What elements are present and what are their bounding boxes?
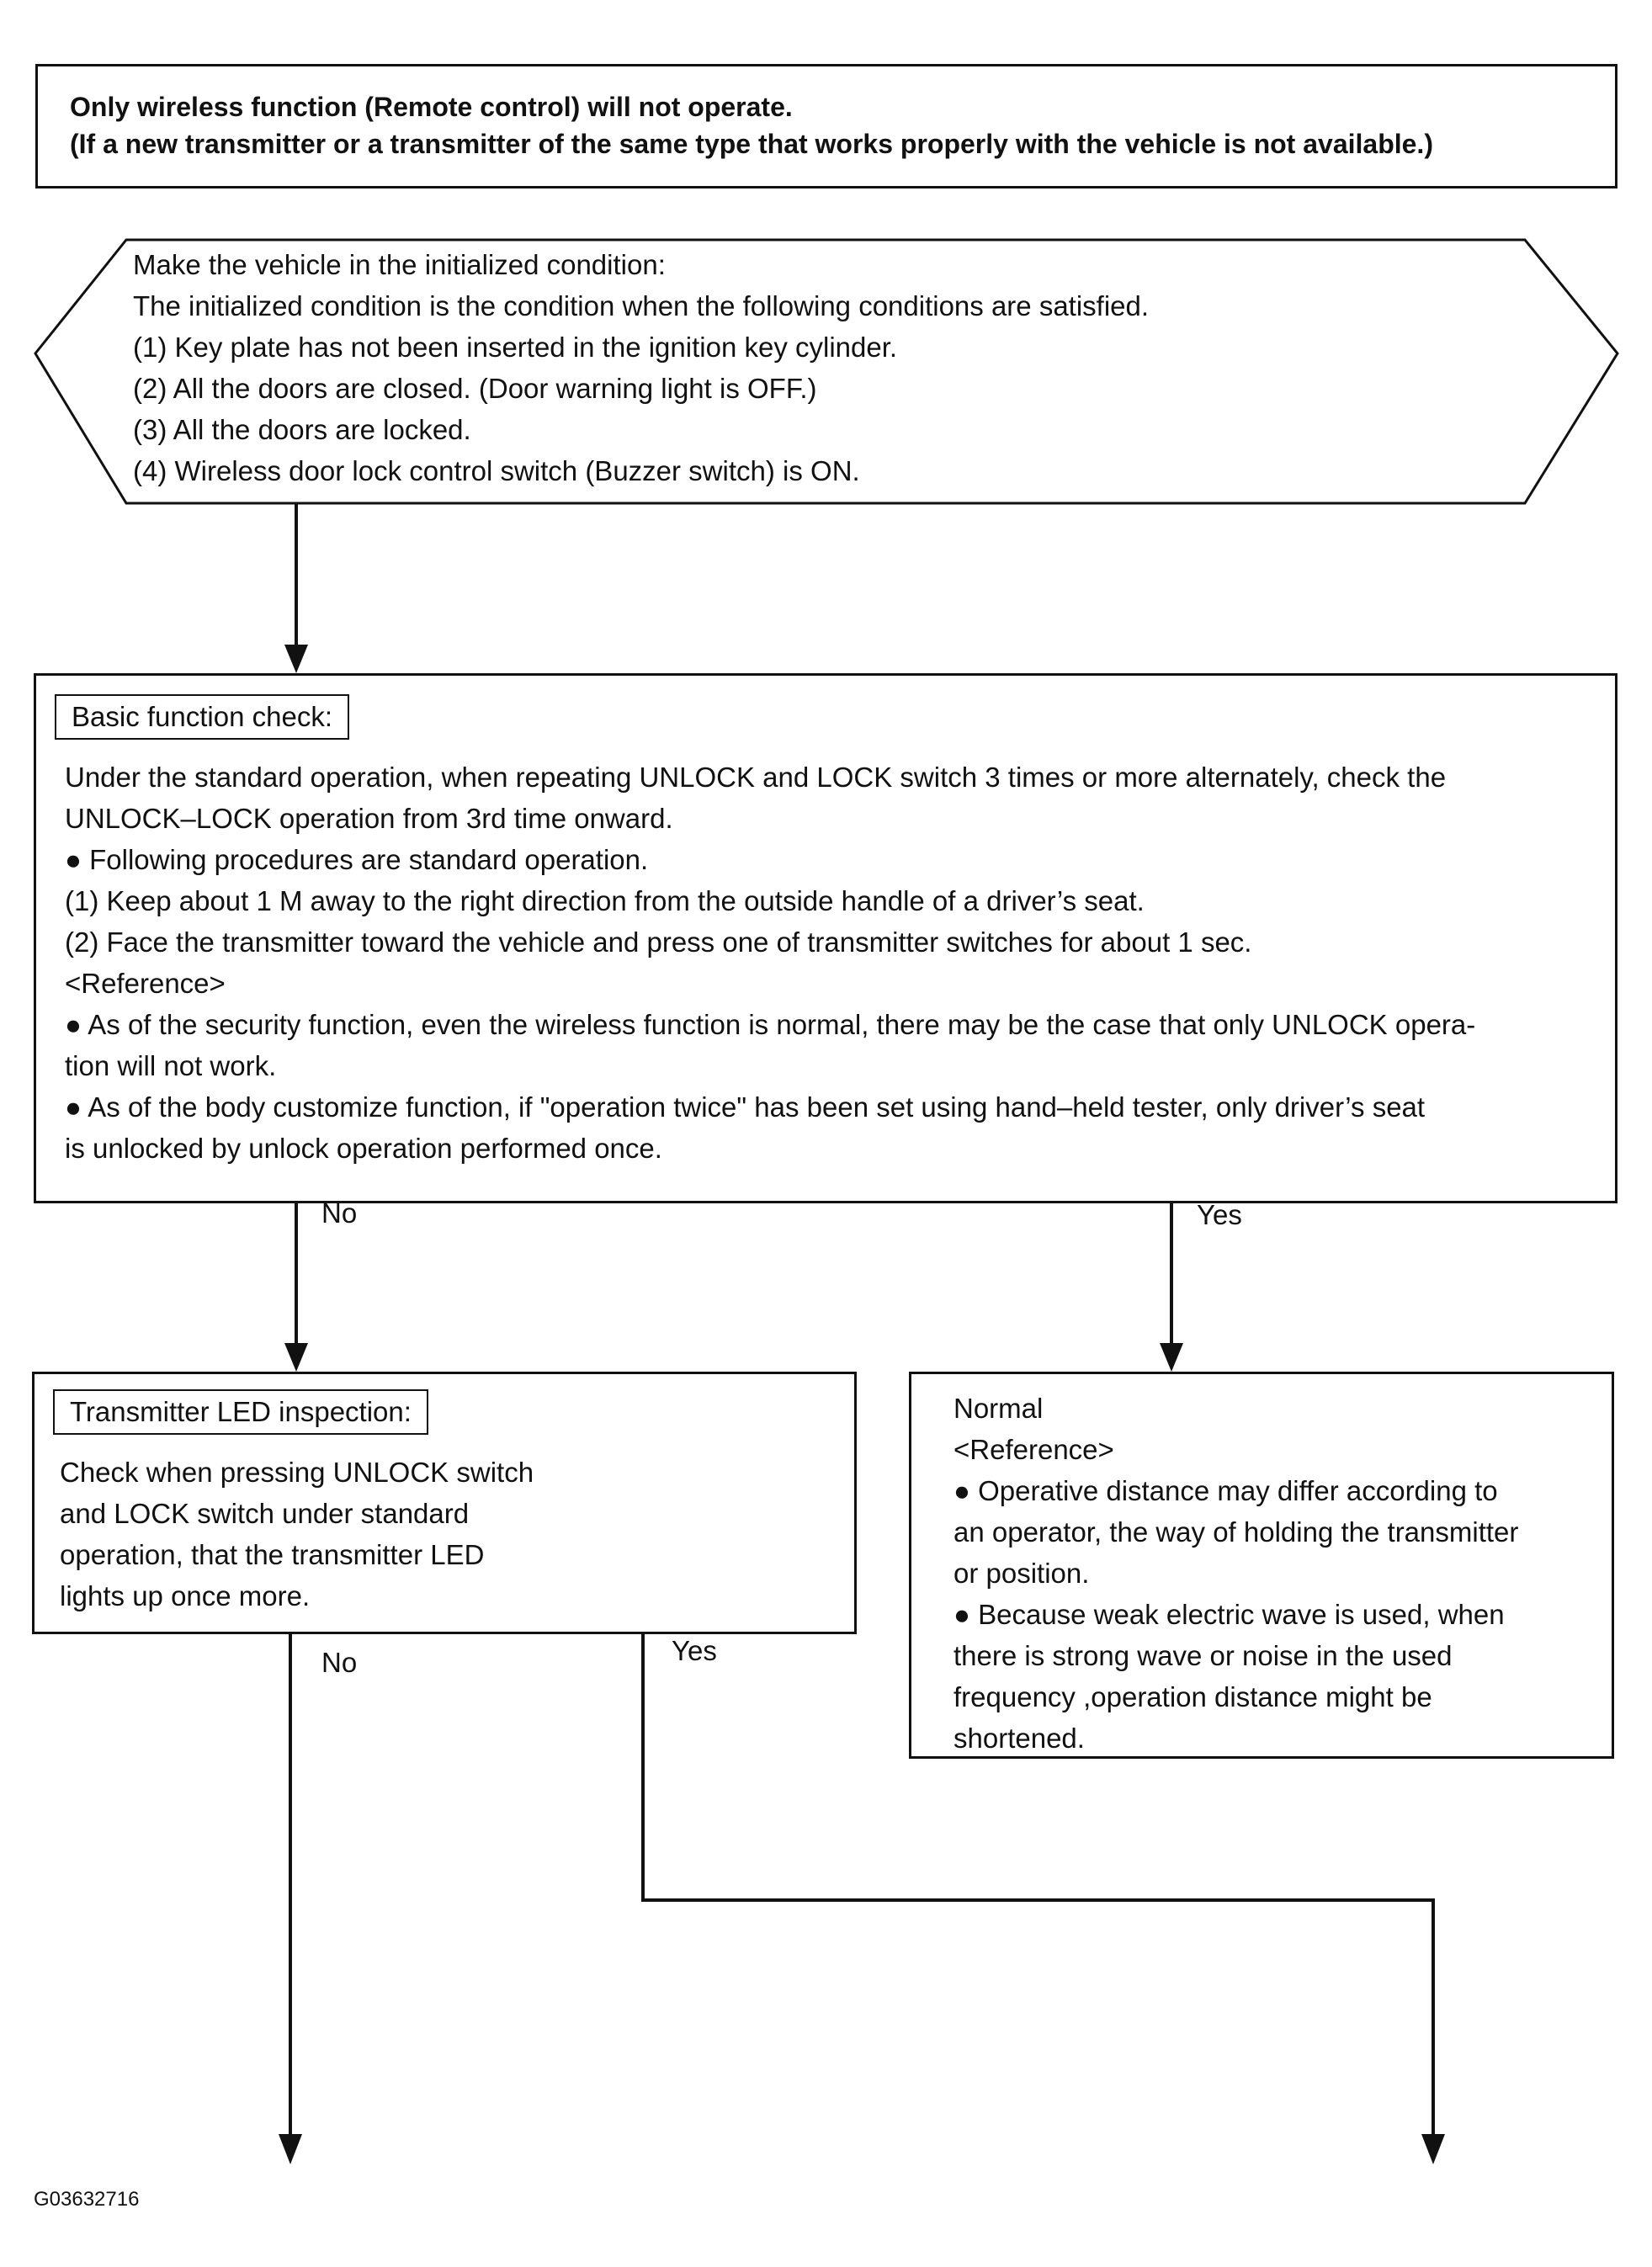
led-inspection-body: Check when pressing UNLOCK switch and LO… xyxy=(60,1452,834,1617)
led-inspection-tag: Transmitter LED inspection: xyxy=(53,1389,428,1435)
title-box: Only wireless function (Remote control) … xyxy=(35,64,1617,188)
normal-line: or position. xyxy=(953,1558,1090,1589)
basic-line: Under the standard operation, when repea… xyxy=(65,762,1447,793)
led-line: and LOCK switch under standard xyxy=(60,1498,470,1529)
basic-line: tion will not work. xyxy=(65,1050,277,1081)
label-yes-led: Yes xyxy=(672,1635,717,1666)
basic-line: ● As of the security function, even the … xyxy=(65,1009,1476,1040)
normal-body: Normal <Reference> ● Operative distance … xyxy=(953,1388,1610,1759)
init-line: The initialized condition is the conditi… xyxy=(133,290,1150,321)
arrowhead-basic-normal xyxy=(1160,1343,1183,1372)
normal-line: ● Because weak electric wave is used, wh… xyxy=(953,1599,1505,1630)
connector-led-yes xyxy=(641,1634,1435,2137)
title-line-2: (If a new transmitter or a transmitter o… xyxy=(70,129,1433,159)
normal-line: <Reference> xyxy=(953,1434,1114,1465)
led-line: operation, that the transmitter LED xyxy=(60,1539,485,1570)
arrowhead-basic-led xyxy=(284,1343,308,1372)
led-inspection-box: Transmitter LED inspection: Check when p… xyxy=(32,1372,857,1634)
title-line-1: Only wireless function (Remote control) … xyxy=(70,92,793,122)
basic-line: ● Following procedures are standard oper… xyxy=(65,844,649,875)
label-no-basic: No xyxy=(321,1197,358,1229)
basic-line: (1) Keep about 1 M away to the right dir… xyxy=(65,885,1145,916)
led-line: Check when pressing UNLOCK switch xyxy=(60,1457,534,1488)
arrowhead-init-basic xyxy=(284,645,308,673)
initialize-text: Make the vehicle in the initialized cond… xyxy=(133,244,1522,491)
init-line: (3) All the doors are locked. xyxy=(133,414,471,445)
figure-id: G03632716 xyxy=(34,2188,140,2211)
basic-line: <Reference> xyxy=(65,968,226,999)
basic-line: UNLOCK–LOCK operation from 3rd time onwa… xyxy=(65,803,673,834)
basic-line: ● As of the body customize function, if … xyxy=(65,1091,1426,1123)
normal-box: Normal <Reference> ● Operative distance … xyxy=(909,1372,1614,1759)
normal-line: Normal xyxy=(953,1393,1044,1424)
init-line: (4) Wireless door lock control switch (B… xyxy=(133,455,860,486)
normal-line: there is strong wave or noise in the use… xyxy=(953,1640,1453,1671)
arrowhead-led-yes xyxy=(1421,2134,1445,2164)
basic-check-body: Under the standard operation, when repea… xyxy=(65,757,1613,1169)
init-line: (2) All the doors are closed. (Door warn… xyxy=(133,373,817,404)
normal-line: shortened. xyxy=(953,1723,1085,1754)
normal-line: ● Operative distance may differ accordin… xyxy=(953,1475,1498,1506)
led-line: lights up once more. xyxy=(60,1580,311,1611)
normal-line: frequency ,operation distance might be xyxy=(953,1681,1432,1712)
normal-line: an operator, the way of holding the tran… xyxy=(953,1516,1519,1548)
init-line: (1) Key plate has not been inserted in t… xyxy=(133,332,898,363)
arrowhead-led-no xyxy=(279,2134,302,2164)
basic-line: is unlocked by unlock operation performe… xyxy=(65,1133,662,1164)
label-no-led: No xyxy=(321,1647,358,1678)
basic-line: (2) Face the transmitter toward the vehi… xyxy=(65,926,1252,958)
basic-function-check-box: Basic function check: Under the standard… xyxy=(34,673,1617,1203)
initialize-hexagon xyxy=(34,238,1619,505)
label-yes-basic: Yes xyxy=(1197,1199,1242,1230)
basic-check-tag: Basic function check: xyxy=(55,694,349,740)
init-line: Make the vehicle in the initialized cond… xyxy=(133,249,666,280)
